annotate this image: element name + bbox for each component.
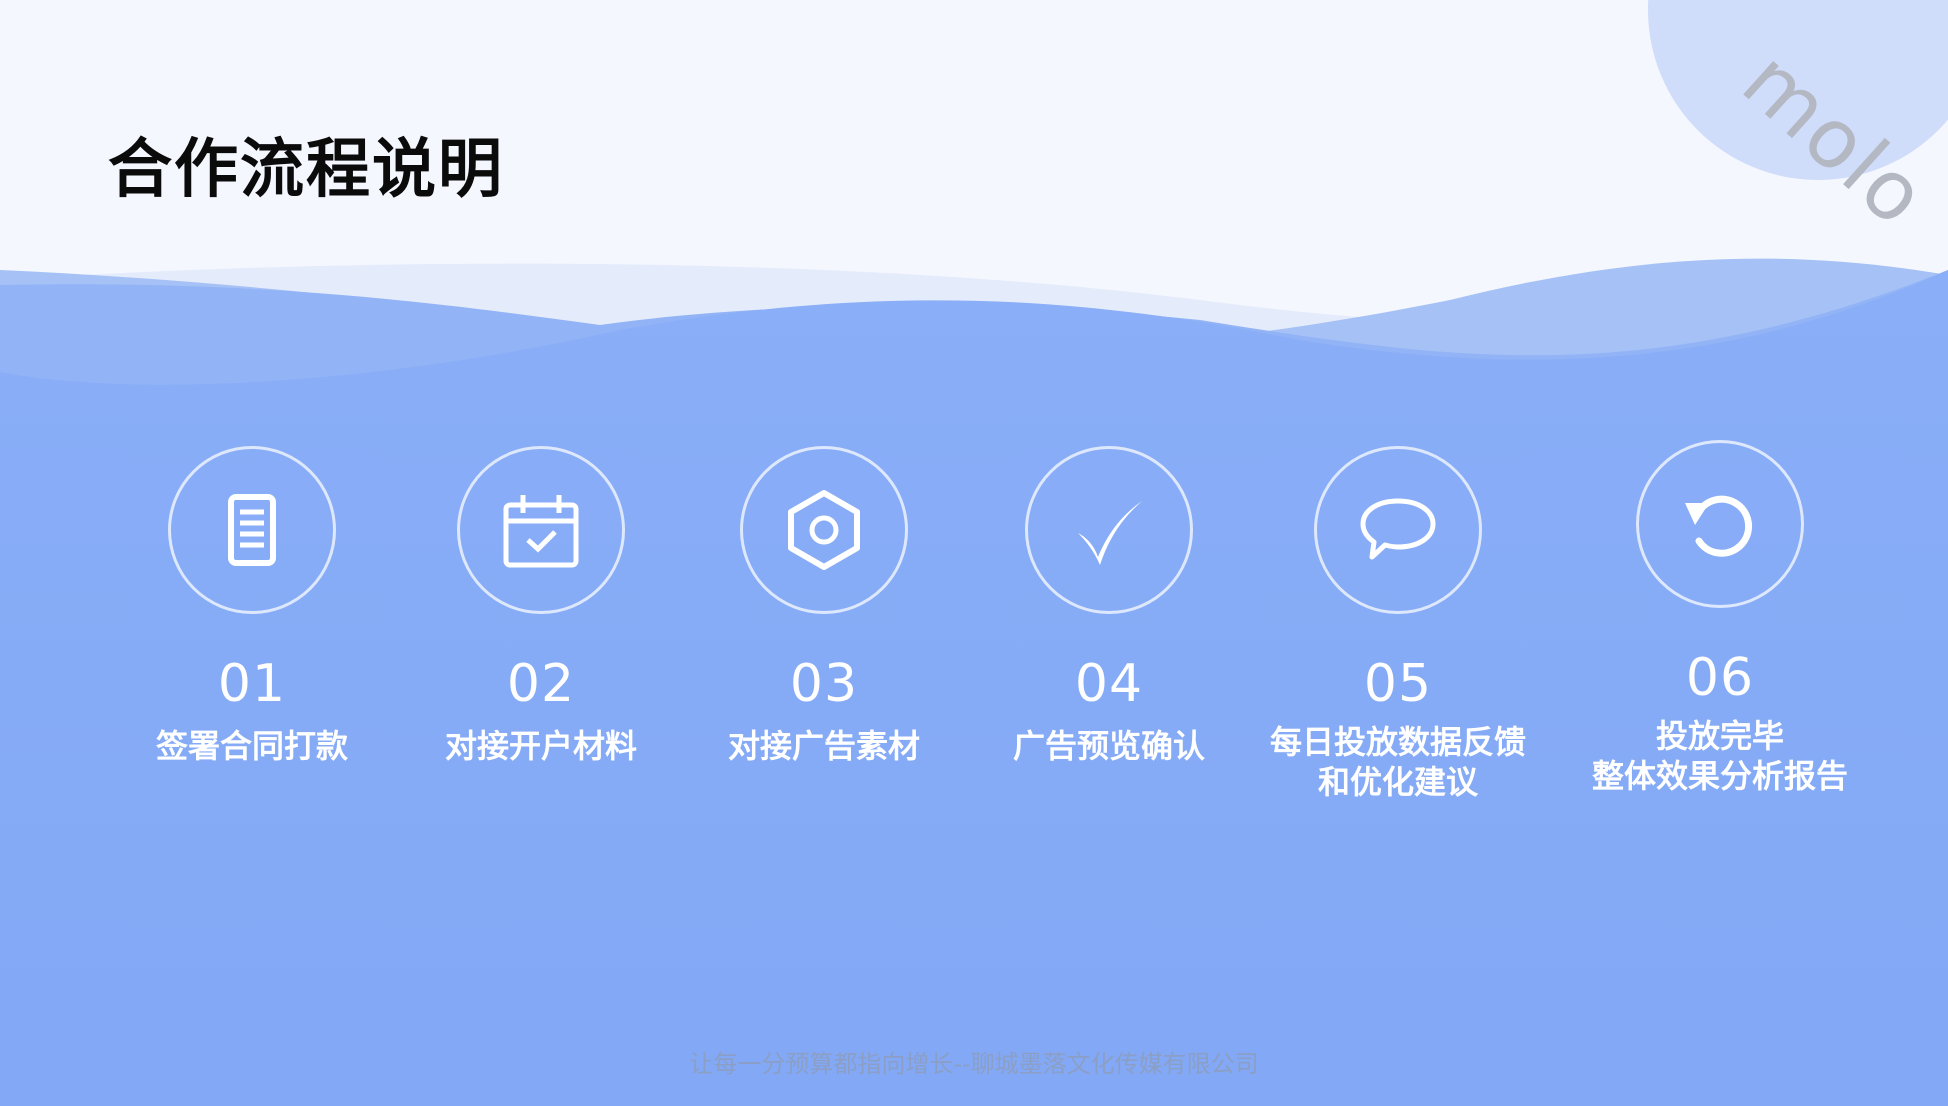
step-label: 对接广告素材 — [727, 727, 920, 765]
checkmark-icon — [1078, 501, 1142, 565]
step-label-line-2: 和优化建议 — [1317, 763, 1478, 801]
step-number: 06 — [1685, 648, 1755, 708]
step-icon-circle — [740, 446, 908, 614]
step-icon-circle — [1025, 446, 1193, 614]
step-icon-circle — [1314, 446, 1482, 614]
refresh-icon — [1685, 495, 1753, 557]
step-label: 签署合同打款 — [155, 727, 348, 765]
step-number: 05 — [1363, 654, 1433, 714]
settings-hexagon-icon — [788, 490, 860, 570]
step-01: 01 签署合同打款 — [92, 446, 412, 766]
step-06: 06 投放完毕 整体效果分析报告 — [1560, 440, 1880, 796]
page-title: 合作流程说明 — [108, 133, 504, 207]
step-03: 03 对接广告素材 — [664, 446, 984, 766]
step-label-line-2: 整体效果分析报告 — [1591, 757, 1848, 795]
calendar-check-icon — [503, 495, 579, 568]
step-number: 04 — [1074, 654, 1144, 714]
footer-tagline: 让每一分预算都指向增长--聊城墨落文化传媒有限公司 — [689, 1050, 1259, 1078]
step-label: 广告预览确认 — [1012, 727, 1205, 765]
step-label: 对接开户材料 — [444, 727, 637, 765]
document-icon — [228, 494, 276, 566]
chat-bubble-icon — [1360, 498, 1436, 560]
step-05: 05 每日投放数据反馈 和优化建议 — [1238, 446, 1558, 802]
step-04: 04 广告预览确认 — [949, 446, 1269, 766]
step-label-line-1: 投放完毕 — [1655, 717, 1784, 755]
step-icon-circle — [457, 446, 625, 614]
step-icon-circle — [1636, 440, 1804, 608]
step-number: 01 — [217, 654, 287, 714]
step-label-line-1: 每日投放数据反馈 — [1269, 723, 1526, 761]
step-02: 02 对接开户材料 — [381, 446, 701, 766]
step-number: 03 — [789, 654, 859, 714]
step-number: 02 — [506, 654, 576, 714]
step-icon-circle — [168, 446, 336, 614]
